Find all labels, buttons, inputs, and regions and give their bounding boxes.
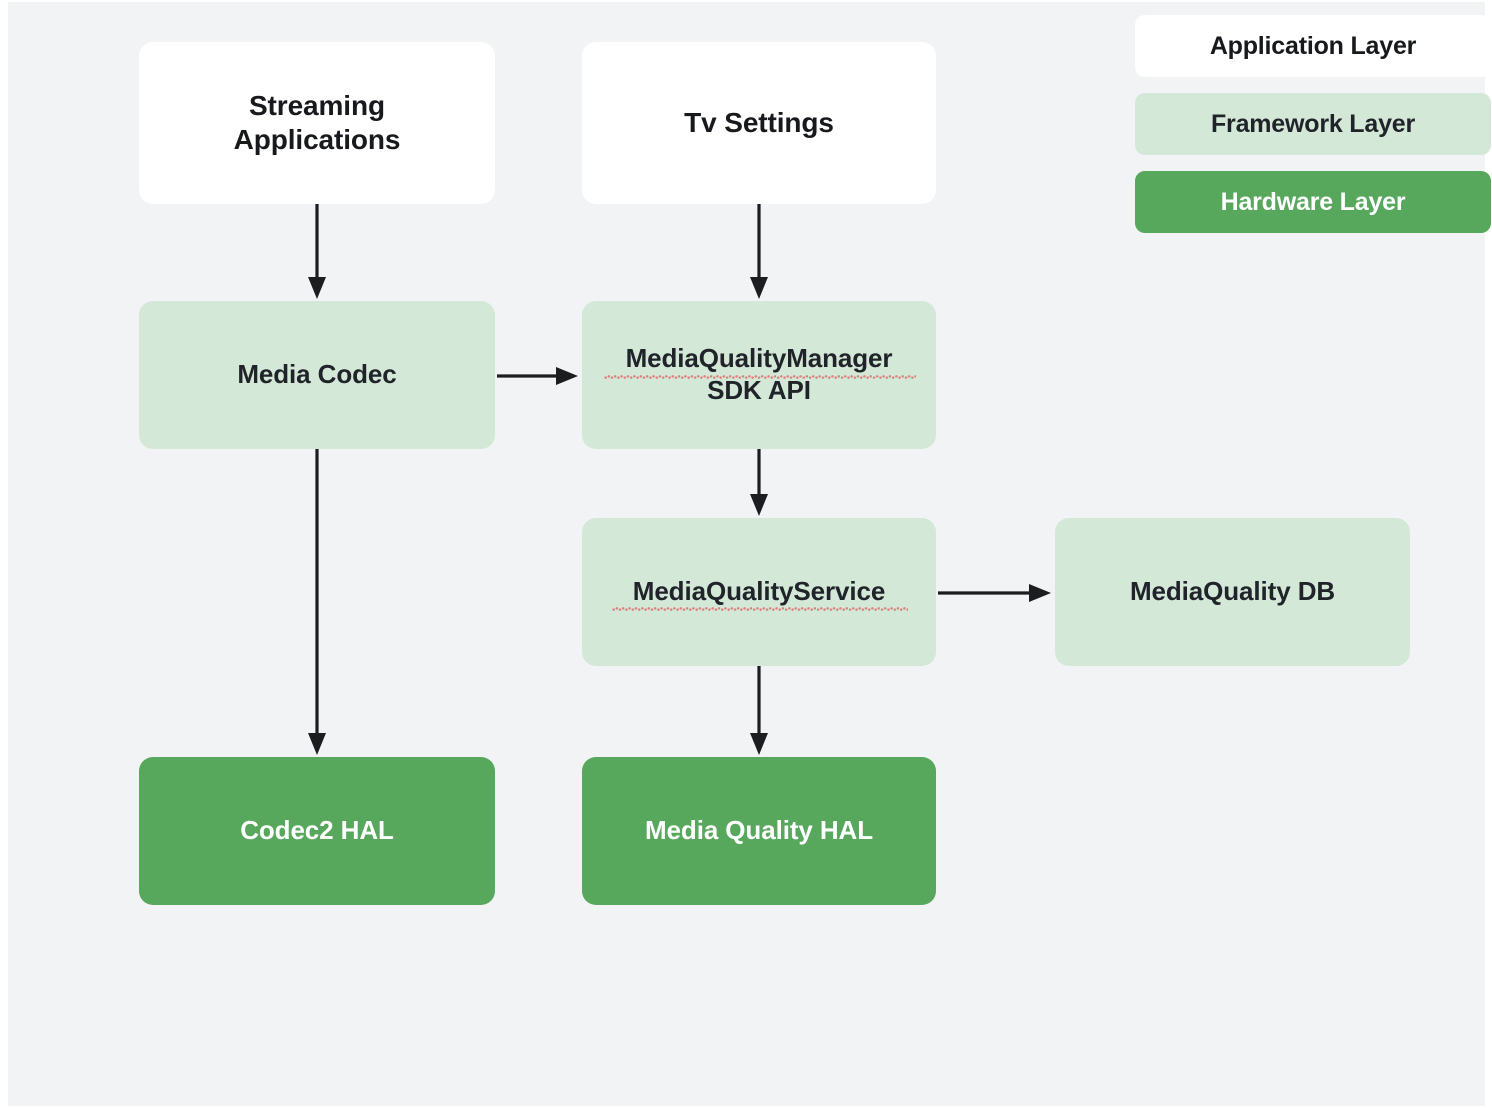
legend-item-label: Framework Layer [1210,109,1416,138]
node-tv-settings[interactable]: Tv Settings [582,42,936,204]
edge-service-to-db [923,578,1066,609]
node-label: Codec2 HAL [240,815,394,846]
edge-codec-to-manager [482,361,593,392]
node-codec2-hal[interactable]: Codec2 HAL [139,757,495,905]
legend-item-label: Hardware Layer [1220,187,1406,216]
node-label: MediaQualityService [632,576,886,607]
edge-tvsettings-to-manager [744,189,775,314]
node-label: MediaQuality DB [1129,576,1336,607]
node-label: Tv Settings [684,106,834,138]
legend-item-label: Application Layer [1209,31,1417,60]
legend-item-hardware-layer[interactable]: Hardware Layer [1135,171,1491,233]
node-mediaqualityservice[interactable]: MediaQualityService [582,518,936,666]
node-media-quality-hal[interactable]: Media Quality HAL [582,757,936,905]
legend-item-framework-layer[interactable]: Framework Layer [1135,93,1491,155]
node-label: MediaQualityManager SDK API [625,343,893,405]
node-label: Streaming Applications [233,89,401,155]
edge-codec-to-codec2hal [302,434,333,770]
node-label: Media Codec [237,359,397,390]
legend-item-application-layer[interactable]: Application Layer [1135,15,1491,77]
node-media-codec[interactable]: Media Codec [139,301,495,449]
edge-service-to-mqhal [744,651,775,770]
edge-streaming-to-codec [302,189,333,314]
node-streaming-applications[interactable]: Streaming Applications [139,42,495,204]
node-label: Media Quality HAL [645,815,873,846]
node-mediaqualitymanager-sdk-api[interactable]: MediaQualityManager SDK API [582,301,936,449]
node-mediaquality-db[interactable]: MediaQuality DB [1055,518,1410,666]
